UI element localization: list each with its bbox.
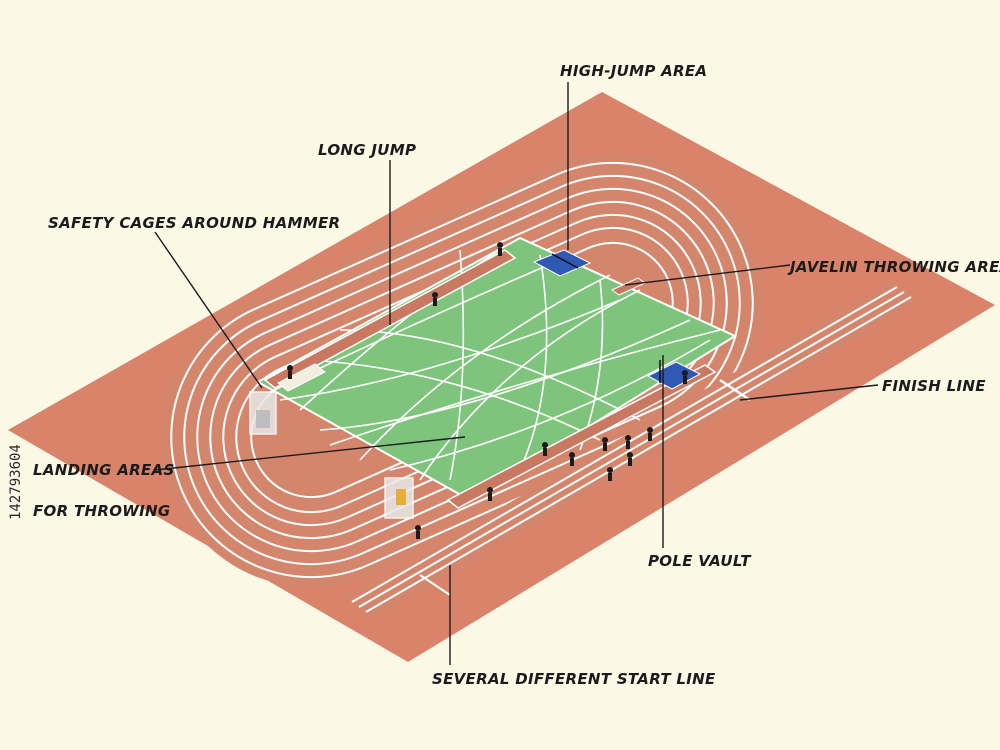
hammer-cage-left: [249, 391, 277, 435]
label-finish-line: FINISH LINE: [882, 377, 986, 395]
sprint-straight-near: [345, 282, 918, 618]
athletes: [287, 242, 688, 539]
stock-id: 142793604: [8, 444, 24, 520]
label-pole-vault: POLE VAULT: [648, 552, 752, 570]
hammer-cage-right: [384, 477, 414, 519]
label-long-jump: LONG JUMP: [318, 141, 416, 159]
field-runway-near: [446, 364, 717, 509]
throwing-sector-lines: [269, 249, 721, 481]
pole-vault-mat: [646, 361, 702, 390]
leader-lines: [154, 82, 879, 665]
label-start-line: SEVERAL DIFFERENT START LINE: [432, 670, 716, 688]
label-landing-areas-1: LANDING AREAS: [33, 461, 175, 479]
label-landing-areas-2: FOR THROWING: [33, 502, 170, 520]
high-jump-bar: [551, 253, 579, 269]
label-high-jump: HIGH-JUMP AREA: [560, 62, 707, 80]
long-jump-pit: [277, 363, 326, 392]
high-jump-mat: [532, 249, 592, 277]
label-safety-cages: SAFETY CAGES AROUND HAMMER: [48, 214, 340, 232]
label-javelin: JAVELIN THROWING AREA: [787, 258, 1000, 276]
